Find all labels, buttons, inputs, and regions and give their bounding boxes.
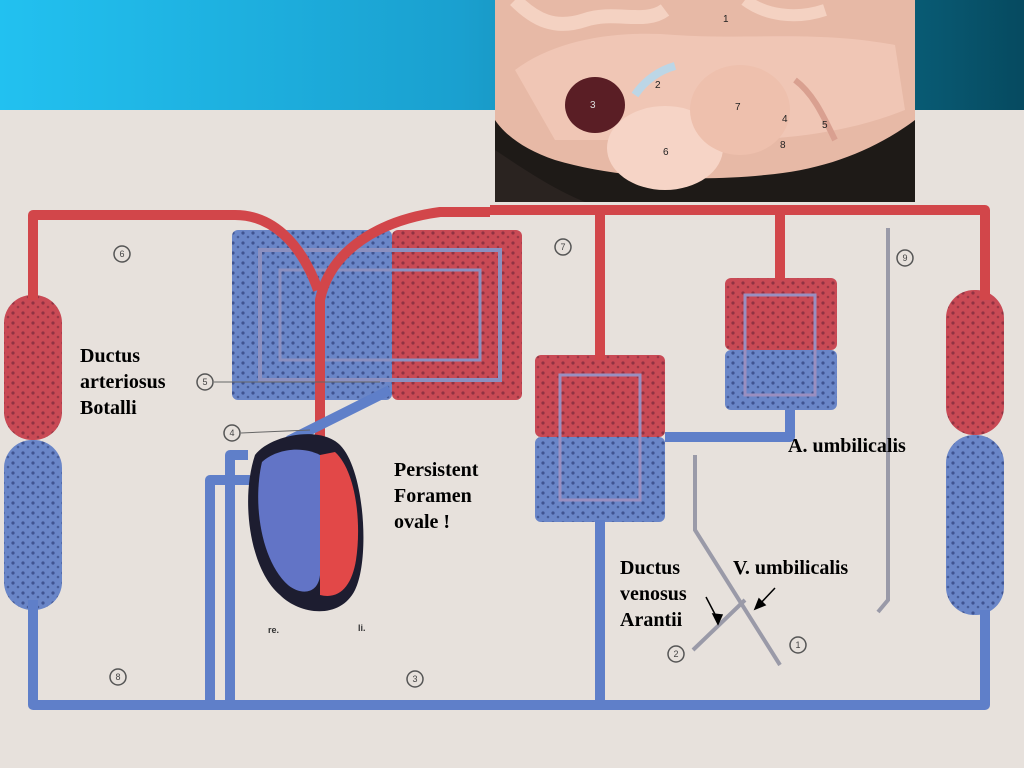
capillary-bed-lung: [232, 230, 522, 400]
photo-label-8: 8: [780, 140, 786, 151]
label-line: Persistent: [394, 459, 479, 481]
label-ductus-arteriosus: Ductus arteriosus Botalli: [80, 343, 166, 421]
marker-2: 2: [673, 649, 678, 659]
label-a-umbilicalis: A. umbilicalis: [788, 435, 906, 457]
circle-markers: [109, 238, 914, 688]
capillary-bed-intestine: [725, 278, 837, 410]
label-line: Ductus: [620, 557, 681, 579]
marker-3: 3: [412, 674, 417, 684]
label-line: Botalli: [80, 397, 137, 419]
label-line: Arantii: [620, 609, 683, 631]
capillary-bed-liver: [535, 355, 665, 522]
label-foramen-ovale: Persistent Foramen ovale !: [394, 457, 478, 535]
label-line: arteriosus: [80, 371, 166, 393]
heart: [248, 434, 364, 612]
heart-letter-li: li.: [358, 623, 366, 633]
label-line: Foramen: [394, 485, 472, 507]
marker-5: 5: [202, 377, 207, 387]
photo-label-2: 2: [655, 80, 661, 91]
label-line: ovale !: [394, 511, 451, 533]
marker-7: 7: [560, 242, 565, 252]
umbilical-vessels: [691, 228, 890, 667]
marker-1: 1: [795, 640, 800, 650]
capillary-bed-body-left: [4, 295, 62, 610]
photo-label-1: 1: [723, 14, 729, 25]
label-ductus-venosus: Ductus venosus Arantii: [620, 555, 687, 633]
label-line: venosus: [620, 583, 687, 605]
capillary-bed-body-right: [946, 290, 1004, 615]
marker-9: 9: [902, 253, 907, 263]
pointer-arrows: [705, 587, 776, 626]
photo-label-4: 4: [782, 114, 788, 125]
photo-label-5: 5: [822, 120, 828, 131]
arterial-vessels: [28, 205, 990, 600]
marker-8: 8: [115, 672, 120, 682]
marker-4: 4: [229, 428, 234, 438]
heart-letter-re: re.: [268, 625, 279, 635]
photo-label-6: 6: [663, 147, 669, 158]
photo-label-3: 3: [590, 100, 596, 111]
dissection-photo: 1 2 3 4 5 6 7 8: [495, 0, 915, 202]
marker-6: 6: [119, 249, 124, 259]
label-v-umbilicalis: V. umbilicalis: [733, 557, 849, 579]
photo-label-7: 7: [735, 102, 741, 113]
label-line: Ductus: [80, 345, 141, 367]
